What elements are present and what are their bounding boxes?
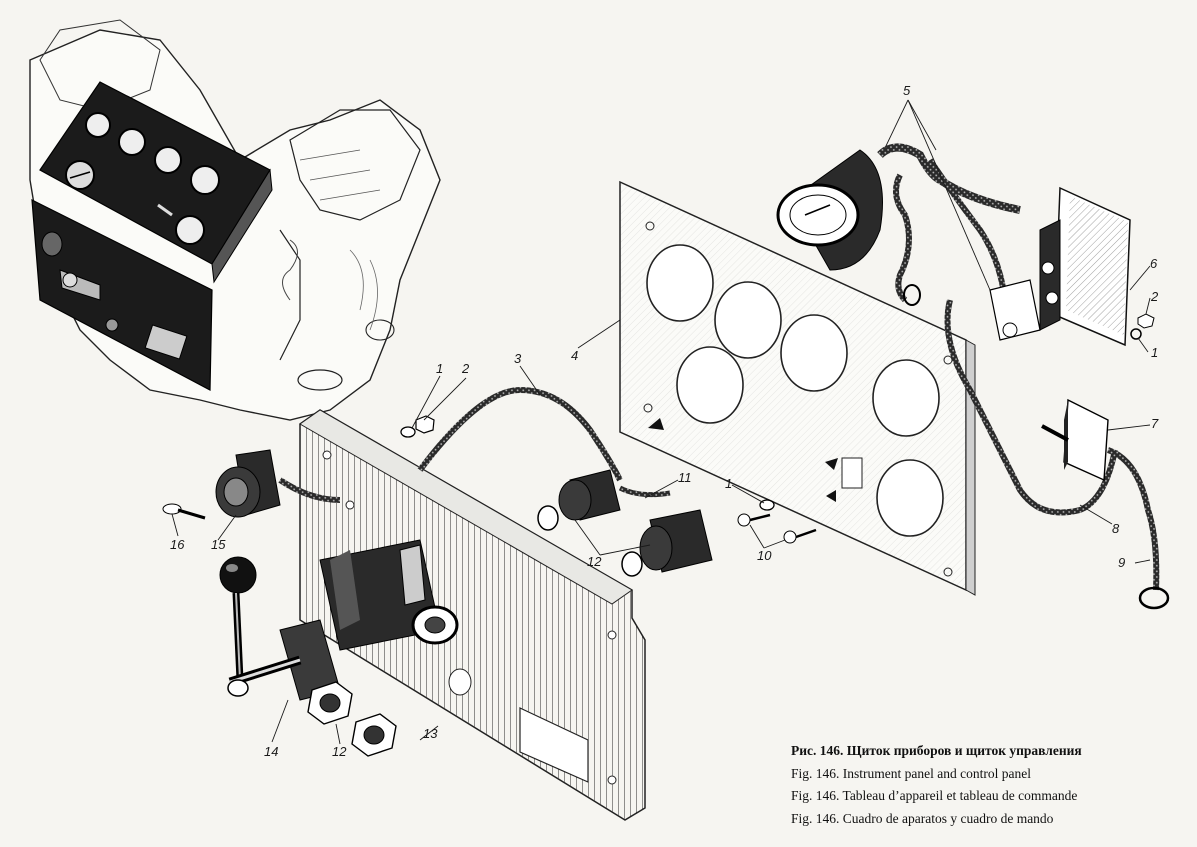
valve-body	[279, 539, 459, 701]
callout-2: 2	[462, 361, 470, 376]
callout-4: 4	[571, 348, 579, 363]
screws-10	[737, 513, 817, 544]
callout-1: 1	[436, 361, 444, 376]
cable-3	[278, 386, 623, 503]
washer-1a	[400, 426, 416, 438]
callout-13: 13	[423, 726, 438, 741]
instrument-plate-4	[619, 180, 976, 596]
relay-6	[944, 186, 1155, 516]
callout-1-plate: 1	[725, 476, 733, 491]
mounted-control-panel	[31, 198, 213, 391]
caption-french: Fig. 146. Tableau d’appareil et tableau …	[791, 788, 1078, 803]
callout-11: 11	[678, 470, 692, 485]
callout-8: 8	[1112, 521, 1120, 536]
caption-spanish: Fig. 146. Cuadro de aparatos y cuadro de…	[791, 810, 1054, 826]
figure-caption: Рис. 146. Щиток приборов и щиток управле…	[791, 740, 1191, 830]
callout-2-relay: 2	[1151, 289, 1159, 304]
caption-english: Fig. 146. Instrument panel and control p…	[791, 765, 1031, 781]
callout-9: 9	[1118, 555, 1126, 570]
callout-5: 5	[903, 83, 911, 98]
callout-1-relay: 1	[1151, 345, 1159, 360]
callout-6: 6	[1150, 256, 1158, 271]
callout-10: 10	[757, 548, 772, 563]
nut-12d	[351, 713, 397, 757]
callout-14: 14	[264, 744, 279, 759]
callout-3: 3	[514, 351, 522, 366]
nut-2a	[415, 415, 435, 434]
callout-16: 16	[170, 537, 185, 552]
callout-15: 15	[211, 537, 226, 552]
mounted-instrument-panel	[39, 81, 273, 284]
caption-russian: Рис. 146. Щиток приборов и щиток управле…	[791, 743, 1082, 758]
leader-lines	[171, 99, 1151, 745]
connector-12a	[537, 469, 671, 531]
screw-16	[162, 503, 206, 520]
callout-7: 7	[1151, 416, 1159, 431]
gauge-assembly-5	[776, 143, 1021, 306]
callout-12-nuts: 12	[332, 744, 347, 759]
toggle-switch-7	[1041, 398, 1170, 610]
connector-12b	[621, 509, 713, 577]
nut-12c	[307, 681, 353, 725]
control-plate-13	[299, 409, 646, 821]
connector-15	[215, 449, 281, 518]
lever-14	[219, 556, 302, 697]
callout-12-connectors: 12	[587, 554, 602, 569]
